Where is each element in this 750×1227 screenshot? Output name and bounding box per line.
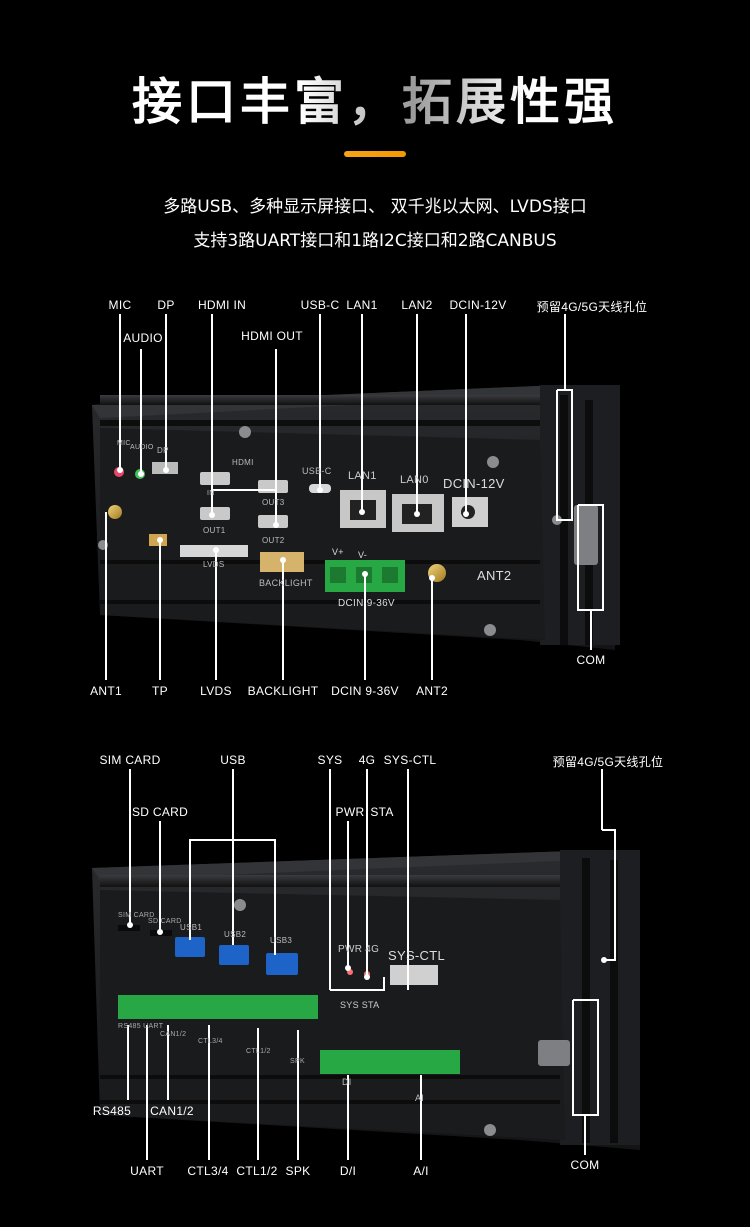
label-ctl12: CTL1/2 [236, 1164, 278, 1178]
label-lvds: LVDS [200, 684, 232, 698]
usb1-port-icon [175, 937, 205, 957]
silk-pwr-4g: PWR 4G [338, 944, 380, 955]
label-dcin-9-36v: DCIN 9-36V [331, 684, 399, 698]
silk-mic: MIC [117, 440, 131, 447]
hdmi-in-port-icon [200, 472, 230, 485]
label-ant2: ANT2 [416, 684, 448, 698]
label-ai: A/I [413, 1164, 429, 1178]
screw-icon [239, 426, 251, 438]
silk-dcin-range: DCIN 9-36V [338, 598, 395, 609]
usb3-port-icon [266, 953, 298, 975]
hdmi-out3-port-icon [258, 480, 288, 493]
silk-hdmi: HDMI [232, 458, 254, 467]
label-mic: MIC [108, 298, 132, 312]
label-backlight: BACKLIGHT [247, 684, 319, 698]
label-com-top: COM [576, 653, 606, 667]
label-reserved-antenna-bottom: 预留4G/5G天线孔位 [552, 755, 664, 769]
silk-dp: DP [157, 446, 169, 455]
label-di: D/I [339, 1164, 357, 1178]
screw-icon [234, 899, 246, 911]
label-ant1: ANT1 [90, 684, 122, 698]
hdmi-out2-port-icon [258, 515, 288, 528]
subtitle-line-1: 多路USB、多种显示屏接口、 双千兆以太网、LVDS接口 [163, 197, 587, 217]
accent-bar [344, 151, 406, 157]
silk-lvds: LVDS [203, 560, 225, 569]
silk-v-plus: V+ [332, 547, 344, 557]
silk-lan0: LAN0 [400, 474, 429, 486]
silk-backlight: BACKLIGHT [259, 578, 313, 588]
silk-lan1: LAN1 [348, 470, 377, 482]
subtitle-line-2: 支持3路UART接口和1路I2C接口和2路CANBUS [193, 231, 557, 251]
label-spk: SPK [285, 1164, 311, 1178]
label-sim-card: SIM CARD [99, 753, 161, 767]
label-rs485: RS485 [92, 1104, 132, 1118]
label-sys: SYS [317, 753, 343, 767]
screw-icon [487, 456, 499, 468]
silk-sd: SD CARD [148, 918, 182, 925]
label-usb: USB [220, 753, 246, 767]
label-pwr: PWR [335, 805, 365, 819]
label-ctl34: CTL3/4 [187, 1164, 229, 1178]
label-com-bottom: COM [570, 1158, 600, 1172]
silk-out1: OUT1 [203, 526, 226, 535]
page-title: 接口丰富，拓展性强 [0, 62, 750, 134]
terminal-block-left-icon [118, 995, 318, 1019]
silk-out2: OUT2 [262, 536, 285, 545]
label-hdmi-out: HDMI OUT [241, 329, 303, 343]
silk-audio: AUDIO [130, 444, 154, 451]
terminal-block-right-icon [320, 1050, 460, 1074]
silk-out3: OUT3 [262, 498, 285, 507]
silk-usb3: USB3 [270, 936, 293, 945]
silk-usb-c: USB-C [302, 466, 332, 476]
sim-card-slot-icon [118, 925, 140, 931]
silk-sim: SIM CARD [118, 912, 155, 919]
bottom-callout-lines [127, 769, 616, 1160]
label-sys-ctl: SYS-CTL [383, 753, 437, 767]
label-tp: TP [152, 684, 168, 698]
label-can12: CAN1/2 [150, 1104, 194, 1118]
hdmi-out1-port-icon [200, 507, 230, 520]
label-uart: UART [130, 1164, 164, 1178]
label-lan1: LAN1 [346, 298, 378, 312]
silk-can12: CAN1/2 [160, 1031, 187, 1038]
silk-di: DI [342, 1077, 352, 1087]
label-sta: STA [370, 805, 394, 819]
label-sd-card: SD CARD [131, 805, 189, 819]
label-usb-c: USB-C [300, 298, 340, 312]
usb2-port-icon [219, 945, 249, 965]
silk-ant2: ANT2 [477, 568, 512, 583]
label-4g: 4G [358, 753, 376, 767]
silk-v-minus: V- [358, 550, 368, 560]
screw-icon [484, 624, 496, 636]
silk-sys-ctl: SYS-CTL [388, 948, 446, 963]
silk-usb2: USB2 [224, 930, 247, 939]
label-hdmi-in: HDMI IN [197, 298, 247, 312]
com-port-icon [574, 505, 598, 565]
silk-spk: SPK [290, 1058, 305, 1065]
top-chassis [92, 385, 620, 650]
silk-ctl34: CTL3/4 [198, 1038, 223, 1045]
silk-rs485-uart: RS485 UART [118, 1023, 164, 1030]
label-dcin-12v: DCIN-12V [449, 298, 507, 312]
silk-usb1: USB1 [180, 923, 203, 932]
sys-ctl-header-icon [390, 965, 438, 985]
com-port-icon [538, 1040, 570, 1066]
silk-in: IN [207, 490, 215, 497]
label-lan2: LAN2 [401, 298, 433, 312]
silk-ctl12: CTL1/2 [246, 1048, 271, 1055]
silk-ai: AI [415, 1093, 425, 1103]
silk-dcin-12v: DCIN-12V [443, 476, 505, 491]
screw-icon [484, 1124, 496, 1136]
ant1-connector-icon [108, 505, 122, 519]
label-dp: DP [157, 298, 175, 312]
top-callout-lines [105, 314, 604, 680]
label-reserved-antenna-top: 预留4G/5G天线孔位 [536, 300, 648, 314]
label-audio: AUDIO [123, 331, 163, 345]
silk-sys-sta: SYS STA [340, 1000, 380, 1010]
